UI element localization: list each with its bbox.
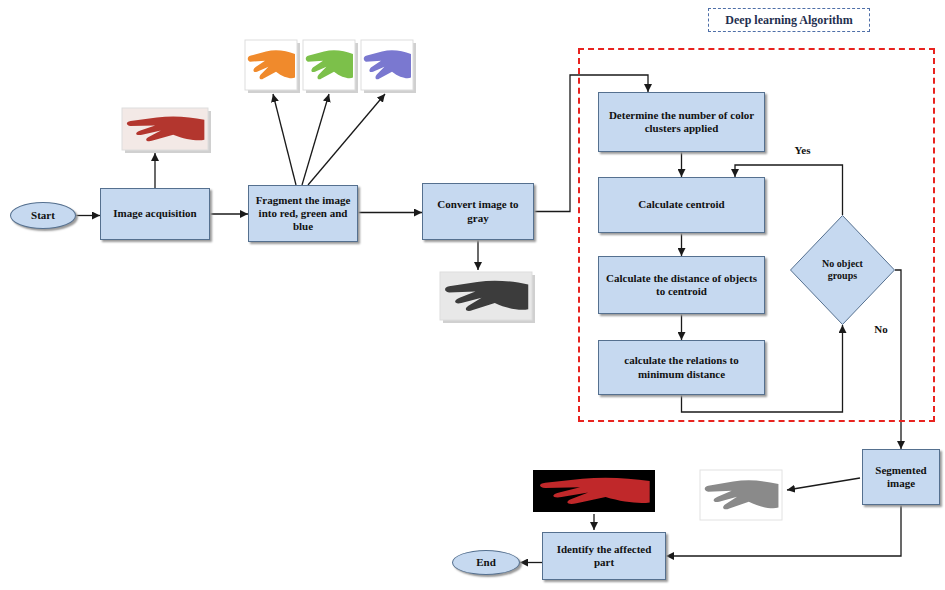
edge-label-holder: No bbox=[872, 323, 889, 336]
process-box: Image acquisition bbox=[100, 188, 210, 240]
photo-frame bbox=[122, 108, 208, 150]
diamond-shape bbox=[791, 216, 895, 325]
hand-photo bbox=[122, 108, 211, 153]
hand-shape bbox=[540, 478, 650, 504]
flow-arrow bbox=[681, 233, 682, 256]
photo-frame bbox=[245, 40, 297, 90]
flow-arrow bbox=[681, 152, 682, 177]
box-label: Start bbox=[31, 209, 55, 222]
leader-arrow bbox=[308, 94, 385, 185]
leader-arrow bbox=[477, 240, 478, 270]
leader-arrow bbox=[593, 514, 594, 530]
green-channel-photo bbox=[303, 40, 358, 93]
box-label: Calculate centroid bbox=[638, 198, 724, 211]
terminator-ellipse: Start bbox=[10, 202, 76, 229]
leader-arrow bbox=[787, 478, 860, 490]
flow-arrow bbox=[358, 212, 422, 213]
photo-frame bbox=[303, 40, 355, 90]
box-label: calculate the relations to minimum dista… bbox=[604, 354, 759, 380]
process-box: Calculate the distance of objects to cen… bbox=[598, 256, 765, 314]
decision-diamond: No object groups bbox=[790, 215, 895, 325]
process-box: Segmented image bbox=[862, 449, 940, 505]
photo-frame bbox=[361, 40, 413, 90]
hand-shape bbox=[127, 116, 204, 141]
box-label: Image acquisition bbox=[113, 207, 196, 220]
photo-frame bbox=[533, 470, 655, 512]
flow-arrow bbox=[76, 215, 100, 216]
box-label: Segmented image bbox=[868, 464, 934, 490]
heading-frame: Deep learning Algorithm bbox=[708, 8, 870, 32]
process-box: Calculate centroid bbox=[598, 177, 765, 233]
flow-arrow bbox=[210, 213, 248, 214]
hand-shape bbox=[306, 50, 353, 79]
photo-frame bbox=[440, 272, 532, 320]
box-label: End bbox=[476, 556, 496, 569]
process-box: Fragment the image into red, green and b… bbox=[248, 185, 358, 242]
segmented-photo bbox=[700, 470, 782, 520]
connectors bbox=[76, 75, 901, 563]
photo-leaders bbox=[155, 94, 860, 530]
affected-part-photo bbox=[533, 470, 655, 512]
box-label: Identify the affected part bbox=[548, 543, 660, 569]
hand-shape bbox=[248, 50, 295, 79]
edge-label: No bbox=[872, 323, 889, 336]
leader-arrow bbox=[302, 94, 329, 185]
box-label: Calculate the distance of objects to cen… bbox=[604, 272, 759, 298]
region-heading: Deep learning Algorithm bbox=[725, 13, 852, 27]
box-label: Fragment the image into red, green and b… bbox=[254, 194, 352, 234]
flow-arrow bbox=[895, 270, 901, 449]
hand-shape bbox=[364, 50, 411, 79]
box-label: No object groups bbox=[814, 258, 872, 282]
red-channel-photo bbox=[245, 40, 300, 93]
flow-arrow bbox=[681, 314, 682, 340]
blue-channel-photo bbox=[361, 40, 416, 93]
edge-label-holder: Yes bbox=[793, 144, 813, 157]
algorithm-region: Deep learning AlgorithmDetermine the num… bbox=[578, 48, 935, 422]
leader-arrow bbox=[154, 153, 155, 188]
leader-arrow bbox=[273, 94, 296, 185]
process-box: Identify the affected part bbox=[542, 532, 666, 580]
hand-shape bbox=[445, 281, 528, 311]
terminator-ellipse: End bbox=[452, 550, 520, 575]
box-label: Determine the number of color clusters a… bbox=[604, 109, 759, 135]
photo-frame bbox=[700, 470, 782, 520]
box-label: Convert image to gray bbox=[428, 198, 528, 224]
edge-label: Yes bbox=[793, 144, 813, 157]
process-box: calculate the relations to minimum dista… bbox=[598, 340, 765, 395]
flow-arrow bbox=[520, 562, 542, 563]
hand-shape bbox=[705, 480, 779, 509]
flow-arrow bbox=[666, 505, 901, 556]
process-box: Convert image to gray bbox=[422, 183, 534, 240]
process-box: Determine the number of color clusters a… bbox=[598, 92, 765, 152]
gray-photo bbox=[440, 272, 535, 323]
